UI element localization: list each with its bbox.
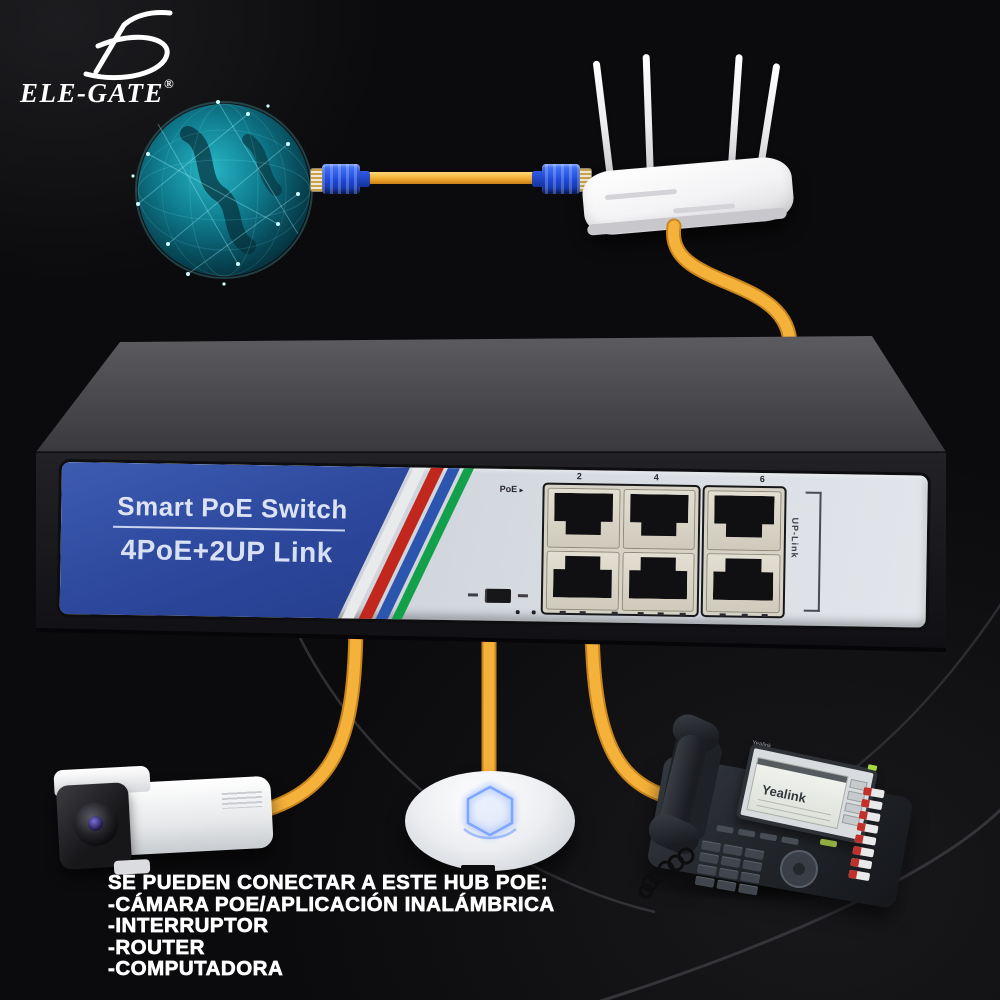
poe-camera — [42, 765, 312, 888]
switch-subtitle: 4PoE+2UP Link — [120, 533, 334, 569]
rj45-port — [706, 490, 782, 551]
rj45-port — [545, 550, 620, 611]
rj45-port — [546, 487, 621, 549]
mode-switch — [484, 588, 512, 604]
registered-trademark: ® — [164, 76, 174, 91]
rj45-port — [622, 488, 696, 550]
port-number: 6 — [759, 473, 765, 485]
uplink-port-group — [700, 485, 787, 619]
phone-led — [867, 764, 878, 771]
rj45-port — [621, 551, 695, 612]
port-number: 4 — [653, 472, 659, 483]
poe-port-group — [540, 482, 701, 618]
caption-item: -ROUTER — [108, 935, 205, 959]
ip-phone: Yealink Yealink — [620, 709, 920, 912]
caption: SE PUEDEN CONECTAR A ESTE HUB POE: -CÁMA… — [108, 872, 555, 980]
uplink-label: UP-Link — [789, 517, 801, 559]
rj45-port — [705, 552, 781, 614]
switch-title: Smart PoE Switch — [117, 490, 349, 525]
brand-name: ELE-GATE® — [20, 76, 174, 108]
port-number: 2 — [576, 471, 582, 482]
poe-arrow-icon: ▸ — [519, 487, 524, 495]
caption-item: -COMPUTADORA — [108, 957, 284, 980]
caption-title: SE PUEDEN CONECTAR A ESTE HUB POE: — [108, 871, 548, 894]
poe-switch-faceplate: Smart PoE Switch 4PoE+2UP Link PoE ▸ 2 4… — [59, 462, 928, 628]
rj45-connector-left — [310, 164, 370, 194]
caption-item: -INTERRUPTOR — [108, 914, 269, 937]
phone-display: Yealink — [746, 756, 849, 830]
uplink-bracket — [803, 491, 822, 612]
poe-port-label: PoE ▸ — [499, 483, 524, 495]
caption-item: -CÁMARA POE/APLICACIÓN INALÁMBRICA — [108, 892, 555, 916]
handset-cord — [638, 847, 695, 899]
ethernet-cable — [356, 172, 546, 184]
wireless-access-point — [405, 765, 580, 885]
patch-cable-globe-router — [310, 156, 592, 202]
access-point-logo-icon — [463, 785, 517, 840]
brand-logo-icon — [83, 10, 173, 80]
brand-logo: ELE-GATE® — [18, 8, 248, 108]
camera-lens — [74, 802, 118, 846]
